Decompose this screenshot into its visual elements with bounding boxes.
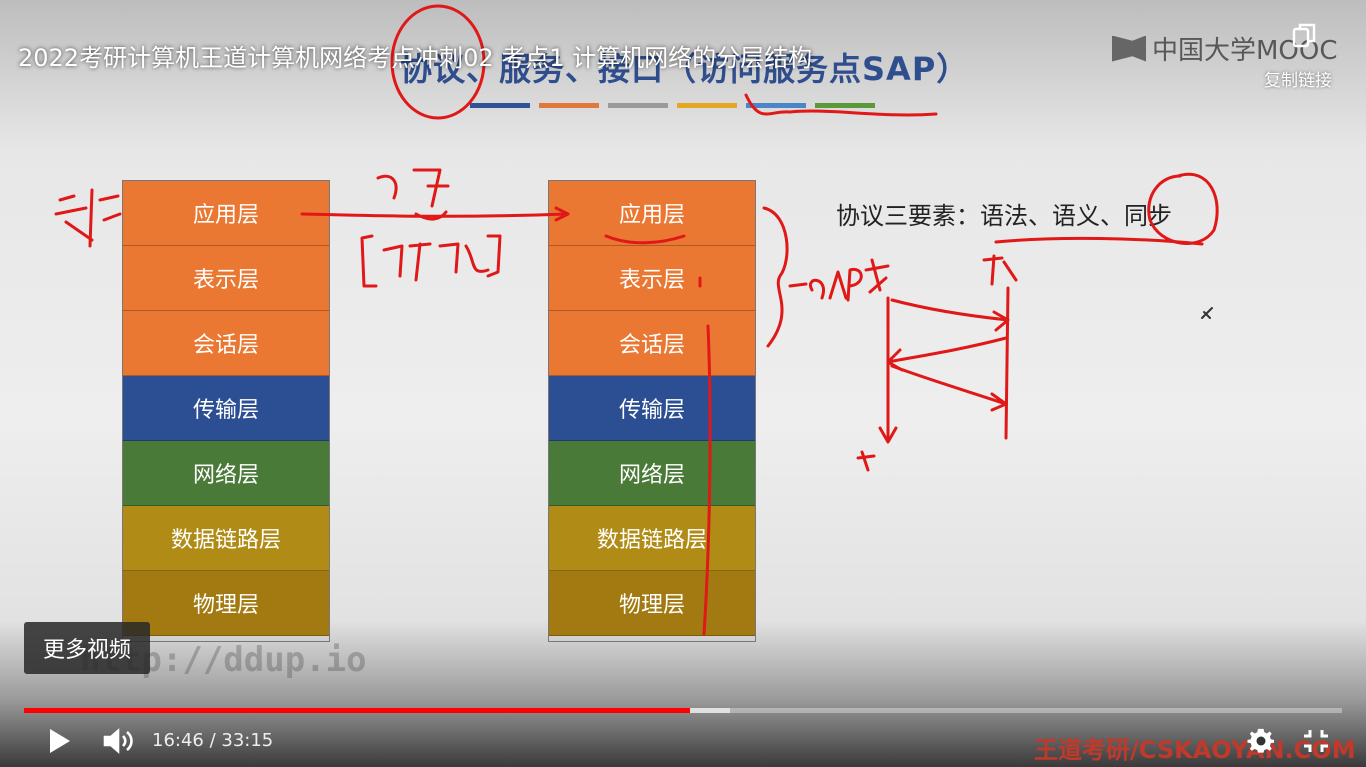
- layer-presentation: 表示层: [123, 246, 329, 311]
- settings-icon: [1247, 728, 1275, 753]
- mooc-logo: 中国大学MOOC: [1112, 30, 1338, 67]
- play-icon: [50, 729, 70, 753]
- settings-button[interactable]: [1246, 726, 1276, 756]
- fullscreen-icon: [1304, 730, 1328, 752]
- layer-transport: 传输层: [549, 376, 755, 441]
- volume-button[interactable]: [102, 726, 136, 756]
- layer-network: 网络层: [549, 441, 755, 506]
- brand-watermark: 王道考研/CSKAOYAN.COM: [1034, 736, 1356, 764]
- osi-stack-right: 应用层 表示层 会话层 传输层 网络层 数据链路层 物理层: [548, 180, 756, 642]
- osi-stack-left: 应用层 表示层 会话层 传输层 网络层 数据链路层 物理层: [122, 180, 330, 642]
- play-button[interactable]: [44, 726, 74, 756]
- time-display: 16:46 / 33:15: [152, 730, 274, 751]
- layer-session: 会话层: [123, 311, 329, 376]
- video-title[interactable]: 2022考研计算机王道计算机网络考点冲刺02 考点1 计算机网络的分层结构: [18, 44, 813, 72]
- fullscreen-button[interactable]: [1300, 726, 1332, 756]
- layer-presentation: 表示层: [549, 246, 755, 311]
- layer-physical: 物理层: [549, 571, 755, 636]
- layer-transport: 传输层: [123, 376, 329, 441]
- progress-bar[interactable]: [24, 708, 1342, 713]
- layer-application: 应用层: [123, 181, 329, 246]
- copy-link-icon[interactable]: [1290, 20, 1320, 50]
- progress-played: [24, 708, 690, 713]
- mooc-logo-text: 中国大学MOOC: [1152, 36, 1338, 66]
- mooc-logo-icon: [1112, 35, 1146, 62]
- layer-data-link: 数据链路层: [123, 506, 329, 571]
- layer-network: 网络层: [123, 441, 329, 506]
- layer-application: 应用层: [549, 181, 755, 246]
- title-color-bar: [539, 103, 599, 108]
- protocol-elements-text: 协议三要素：语法、语义、同步: [836, 202, 1172, 230]
- more-videos-button[interactable]: 更多视频: [24, 622, 150, 674]
- title-color-bar: [677, 103, 737, 108]
- layer-session: 会话层: [549, 311, 755, 376]
- title-color-bar: [746, 103, 806, 108]
- copy-link-label[interactable]: 复制链接: [1264, 71, 1332, 91]
- title-color-bar: [608, 103, 668, 108]
- layer-physical: 物理层: [123, 571, 329, 636]
- volume-icon: [103, 728, 133, 754]
- slide-title: 协议、服务、接口（访问服务点SAP）: [400, 50, 970, 88]
- title-color-bar: [815, 103, 875, 108]
- title-color-bar: [470, 103, 530, 108]
- layer-data-link: 数据链路层: [549, 506, 755, 571]
